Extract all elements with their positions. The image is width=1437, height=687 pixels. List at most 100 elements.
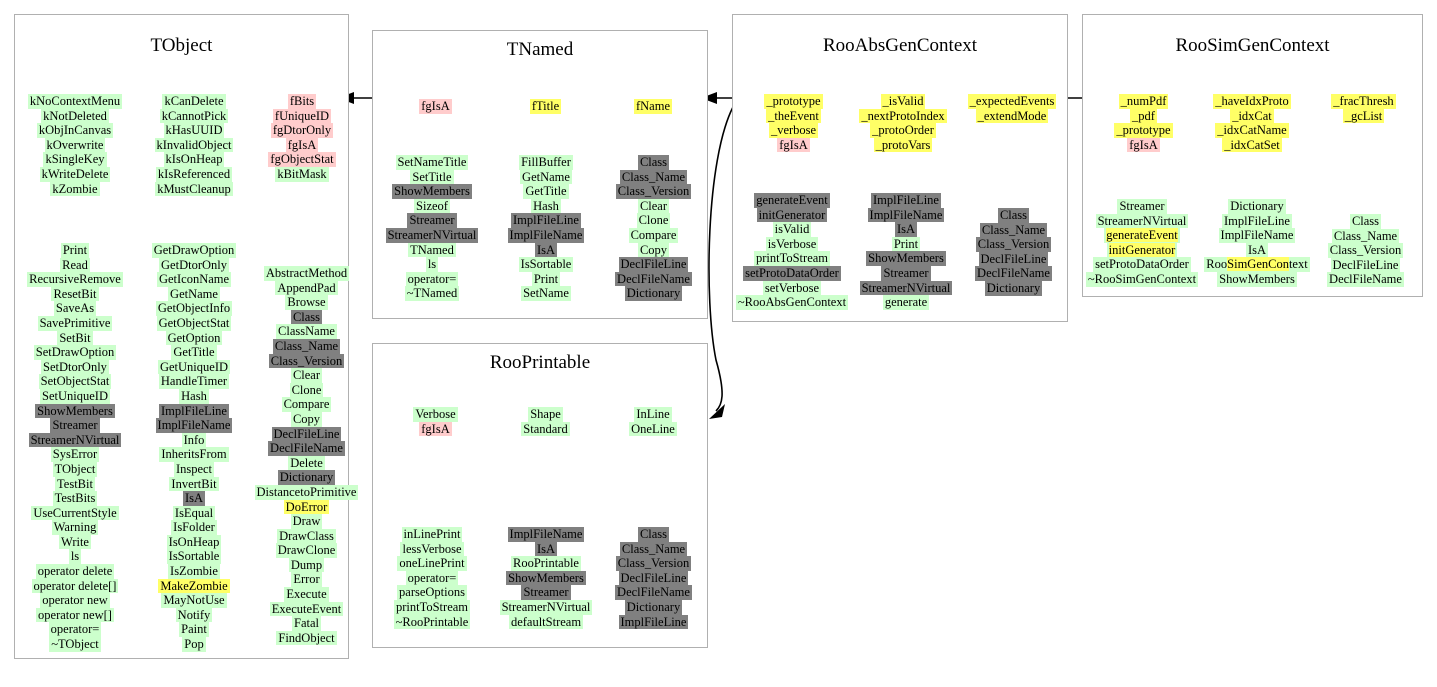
tobject-methods-col2-item[interactable]: ImplFileName — [133, 418, 255, 433]
rooabsgencontext-attrs-col3-item[interactable]: _expectedEvents — [958, 94, 1066, 109]
tnamed-methods-col2-item[interactable]: GetTitle — [491, 184, 601, 199]
tobject-methods-col1-item[interactable]: operator new[] — [15, 607, 135, 623]
tobject-attrs-col1-item[interactable]: kWriteDelete — [15, 166, 135, 182]
tobject-methods-col3-item[interactable]: DoError — [253, 499, 360, 515]
tnamed-attrs-col2-item[interactable]: fTitle — [493, 99, 598, 114]
rooabsgencontext-methods-col2-item[interactable]: ImplFileName — [851, 207, 961, 223]
rooabsgencontext-methods-col3-item[interactable]: DeclFileName — [961, 266, 1066, 281]
tobject-methods-col2-item[interactable]: Info — [133, 432, 255, 448]
tobject-methods-col2-item[interactable]: IsOnHeap — [133, 534, 255, 550]
rooprintable-attrs-col3-item[interactable]: OneLine — [603, 421, 703, 437]
tobject-methods-col1-item[interactable]: SetUniqueID — [15, 388, 135, 404]
tobject-methods-col2-item[interactable]: GetOption — [133, 330, 255, 346]
roosimgencontext-methods-col2-item[interactable]: RooSimGenContext — [1201, 257, 1313, 272]
tobject-methods-col1-item[interactable]: ShowMembers — [15, 403, 135, 419]
rooprintable-methods-col3-item[interactable]: DeclFileLine — [601, 570, 706, 586]
tobject-methods-col3-item[interactable]: AbstractMethod — [253, 266, 360, 281]
rooabsgencontext-attrs-col2-item[interactable]: _protoOrder — [848, 123, 958, 138]
tnamed-methods-col3-item[interactable]: Copy — [601, 242, 706, 258]
tnamed-methods-col3-item[interactable]: Class_Name — [601, 169, 706, 185]
tnamed-methods-col1-item[interactable]: Sizeof — [376, 198, 488, 214]
tobject-methods-col1-item[interactable]: TestBits — [15, 491, 135, 506]
roosimgencontext-methods-col2-item[interactable]: ImplFileLine — [1201, 213, 1313, 229]
tobject-methods-col1-item[interactable]: Warning — [15, 520, 135, 535]
tobject-methods-col2-item[interactable]: IsZombie — [133, 564, 255, 579]
tobject-attrs-col2-item[interactable]: kCannotPick — [133, 108, 255, 124]
roosimgencontext-methods-col3-item[interactable]: DeclFileLine — [1313, 257, 1418, 273]
tobject-methods-col3-item[interactable]: Dump — [253, 557, 360, 573]
tobject-methods-col2-item[interactable]: IsFolder — [133, 520, 255, 535]
tobject-methods-col3-item[interactable]: Dictionary — [253, 470, 360, 485]
tnamed-methods-col1-item[interactable]: TNamed — [376, 242, 488, 258]
tobject-methods-col1-item[interactable]: SetObjectStat — [15, 374, 135, 389]
tobject-methods-col1-item[interactable]: ResetBit — [15, 286, 135, 302]
rooprintable-attrs-col1-item[interactable]: fgIsA — [383, 421, 488, 437]
roosimgencontext-methods-col1-item[interactable]: initGenerator — [1083, 242, 1201, 258]
tnamed-methods-col3-item[interactable]: Compare — [601, 227, 706, 243]
tnamed-methods-col2-item[interactable]: ImplFileLine — [491, 213, 601, 228]
tobject-methods-col2-item[interactable]: InvertBit — [133, 476, 255, 492]
rooprintable-methods-col1-item[interactable]: printToStream — [376, 599, 488, 615]
roosimgencontext-attrs-col2-item[interactable]: _haveIdxProto — [1196, 94, 1308, 109]
rooprintable-methods-col3-item[interactable]: Dictionary — [601, 599, 706, 615]
tobject-attrs-col2-item[interactable]: kCanDelete — [133, 94, 255, 109]
tnamed-methods-col1-item[interactable]: StreamerNVirtual — [376, 227, 488, 243]
tobject-methods-col2-item[interactable]: MayNotUse — [133, 593, 255, 608]
tobject-methods-col1-item[interactable]: operator new — [15, 593, 135, 608]
rooabsgencontext-methods-col1-item[interactable]: ~RooAbsGenContext — [733, 295, 851, 310]
tobject-attrs-col2-item[interactable]: kHasUUID — [133, 123, 255, 138]
rooabsgencontext-methods-col1-item[interactable]: isVerbose — [733, 236, 851, 252]
rooabsgencontext-methods-col1-item[interactable]: initGenerator — [733, 207, 851, 223]
tobject-attrs-col2-item[interactable]: kIsReferenced — [133, 166, 255, 182]
rooprintable-methods-col3-item[interactable]: Class_Name — [601, 541, 706, 557]
rooabsgencontext-methods-col3-item[interactable]: Class — [961, 208, 1066, 223]
roosimgencontext-methods-col1-item[interactable]: setProtoDataOrder — [1083, 257, 1201, 272]
roosimgencontext-methods-col1-item[interactable]: generateEvent — [1083, 228, 1201, 243]
tnamed-methods-col1-item[interactable]: ShowMembers — [376, 184, 488, 199]
roosimgencontext-methods-col3-item[interactable]: Class_Version — [1313, 243, 1418, 258]
rooprintable-methods-col1-item[interactable]: oneLinePrint — [376, 556, 488, 571]
tobject-methods-col3-item[interactable]: ClassName — [253, 324, 360, 339]
tobject-methods-col1-item[interactable]: operator= — [15, 622, 135, 638]
tobject-methods-col1-item[interactable]: SavePrimitive — [15, 315, 135, 331]
rooabsgencontext-attrs-col1-item[interactable]: _theEvent — [741, 108, 846, 124]
tobject-methods-col3-item[interactable]: FindObject — [253, 630, 360, 646]
rooprintable-methods-col3-item[interactable]: Class — [601, 527, 706, 542]
tnamed-methods-col3-item[interactable]: Clone — [601, 213, 706, 228]
rooabsgencontext-methods-col3-item[interactable]: DeclFileLine — [961, 251, 1066, 267]
rooabsgencontext-attrs-col3-item[interactable]: _extendMode — [958, 108, 1066, 124]
tobject-attrs-col1-item[interactable]: kNoContextMenu — [15, 94, 135, 109]
tobject-attrs-col1-item[interactable]: kNotDeleted — [15, 108, 135, 124]
rooprintable-methods-col2-item[interactable]: RooPrintable — [491, 556, 601, 571]
tobject-methods-col1-item[interactable]: Print — [15, 243, 135, 258]
tobject-methods-col3-item[interactable]: Clear — [253, 368, 360, 383]
roosimgencontext-attrs-col1-item[interactable]: _numPdf — [1091, 94, 1196, 109]
roosimgencontext-attrs-col1-item[interactable]: _prototype — [1091, 123, 1196, 138]
tnamed-methods-col3-item[interactable]: Class — [601, 155, 706, 170]
rooabsgencontext-methods-col2-item[interactable]: ShowMembers — [851, 251, 961, 266]
rooprintable-methods-col2-item[interactable]: Streamer — [491, 585, 601, 600]
rooprintable-methods-col1-item[interactable]: ~RooPrintable — [376, 614, 488, 630]
tnamed-methods-col1-item[interactable]: SetNameTitle — [376, 155, 488, 170]
rooprintable-methods-col3-item[interactable]: Class_Version — [601, 556, 706, 571]
tobject-attrs-col2-item[interactable]: kIsOnHeap — [133, 152, 255, 167]
tobject-attrs-col3-item[interactable]: fgObjectStat — [257, 152, 347, 167]
tobject-methods-col2-item[interactable]: GetObjectInfo — [133, 301, 255, 316]
rooprintable-methods-col3-item[interactable]: DeclFileName — [601, 585, 706, 600]
tobject-methods-col3-item[interactable]: Class — [253, 309, 360, 325]
tobject-attrs-col3-item[interactable]: fgIsA — [257, 137, 347, 153]
tnamed-attrs-col3-item[interactable]: fName — [603, 99, 703, 114]
rooabsgencontext-attrs-col1-item[interactable]: fgIsA — [741, 137, 846, 153]
rooabsgencontext-attrs-col1-item[interactable]: _verbose — [741, 123, 846, 138]
roosimgencontext-attrs-col1-item[interactable]: _pdf — [1091, 108, 1196, 124]
rooabsgencontext-attrs-col1-item[interactable]: _prototype — [741, 94, 846, 109]
rooprintable-attrs-col3-item[interactable]: InLine — [603, 407, 703, 422]
tobject-methods-col2-item[interactable]: Paint — [133, 622, 255, 638]
rooprintable-methods-col1-item[interactable]: operator= — [376, 570, 488, 586]
tobject-attrs-col2-item[interactable]: kMustCleanup — [133, 181, 255, 197]
tobject-methods-col1-item[interactable]: operator delete — [15, 564, 135, 579]
tobject-methods-col1-item[interactable]: ls — [15, 549, 135, 565]
rooprintable-methods-col1-item[interactable]: lessVerbose — [376, 541, 488, 557]
tobject-attrs-col2-item[interactable]: kInvalidObject — [133, 137, 255, 153]
